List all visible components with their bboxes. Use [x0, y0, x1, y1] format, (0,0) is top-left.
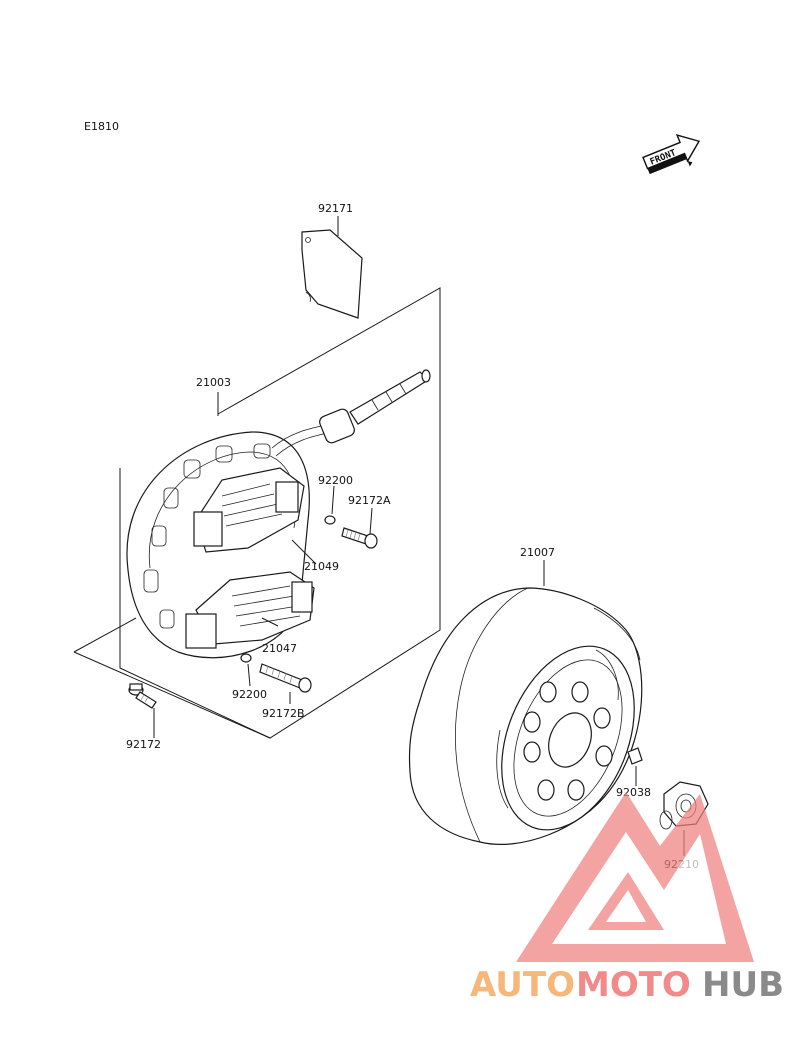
stator-plate-21003: [126, 369, 431, 659]
label-21007: 21007: [520, 546, 555, 559]
leader-21049: [291, 539, 317, 565]
washer-92200-upper: [324, 485, 336, 525]
stator-assembly-frame: [73, 287, 441, 739]
watermark-logo: [516, 792, 754, 962]
label-92172B: 92172B: [262, 707, 305, 720]
label-92172A: 92172A: [348, 494, 391, 507]
watermark-moto: MOTO: [576, 965, 691, 1005]
watermark-hub: HUB: [702, 965, 784, 1005]
label-92038: 92038: [616, 786, 651, 799]
leader-21047: [261, 617, 279, 627]
watermark-text: AUTO MOTO HUB: [470, 965, 784, 1005]
screw-92172B: [259, 663, 312, 704]
label-21003: 21003: [196, 376, 231, 389]
label-92200-upper: 92200: [318, 474, 353, 487]
screw-92172A: [341, 507, 378, 549]
flywheel-bolt-holes: [523, 681, 613, 801]
front-arrow-icon: FRONT: [642, 133, 701, 175]
diagram-code: E1810: [84, 120, 119, 133]
key-92038: [627, 747, 643, 786]
label-21049: 21049: [304, 560, 339, 573]
label-92171: 92171: [318, 202, 353, 215]
label-92200-lower: 92200: [232, 688, 267, 701]
watermark-auto: AUTO: [470, 965, 575, 1005]
flywheel-21007: [408, 560, 643, 845]
bolt-92172: [128, 683, 157, 738]
label-21047: 21047: [262, 642, 297, 655]
label-92172: 92172: [126, 738, 161, 751]
washer-92200-lower: [240, 653, 252, 687]
cover-plate-92171: [301, 216, 363, 319]
